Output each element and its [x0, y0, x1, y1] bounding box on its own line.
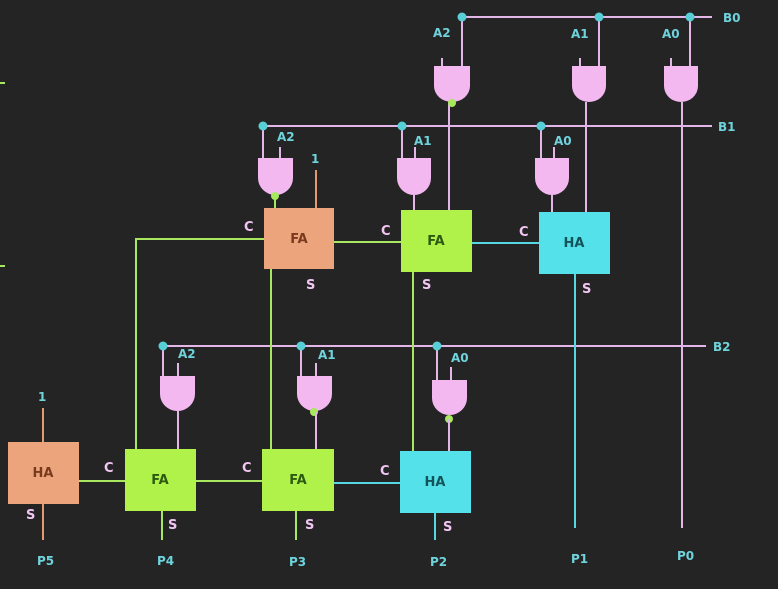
gate-label-a1: A1 [571, 27, 589, 41]
sum-label: S [443, 520, 452, 535]
constant-one-label: 1 [311, 152, 319, 166]
bus-label-b0: B0 [723, 11, 741, 25]
constant-one-label: 1 [38, 390, 46, 404]
junction-dot [158, 341, 168, 351]
half-adder-block: HA [539, 212, 610, 274]
carry-label: C [242, 461, 252, 476]
output-label-p3: P3 [289, 555, 306, 569]
output-label-p1: P1 [571, 552, 588, 566]
sum-label: S [422, 278, 431, 293]
gate-label-a2: A2 [277, 130, 295, 144]
gate-label-a2: A2 [178, 347, 196, 361]
and-gate [572, 58, 606, 102]
junction-dot [457, 12, 467, 22]
gate-label-a0: A0 [662, 27, 680, 41]
gate-label-a1: A1 [318, 348, 336, 362]
and-gate [397, 147, 431, 210]
sum-label: S [305, 518, 314, 533]
carry-label: C [381, 224, 391, 239]
and-gate [297, 363, 332, 449]
and-gate [160, 363, 195, 449]
svg-text:HA: HA [425, 475, 446, 490]
bus-b0 [457, 12, 712, 70]
bus-b2 [158, 341, 706, 384]
gate-label-a2: A2 [433, 26, 451, 40]
junction-dot [536, 121, 546, 131]
bus-b1 [258, 121, 712, 163]
junction-dot [432, 341, 442, 351]
svg-text:FA: FA [289, 473, 306, 488]
svg-text:FA: FA [151, 473, 168, 488]
sum-label: S [168, 518, 177, 533]
junction-dot [397, 121, 407, 131]
gate-label-a1: A1 [414, 134, 432, 148]
svg-text:FA: FA [290, 232, 307, 247]
carry-label: C [244, 220, 254, 235]
and-gate [535, 147, 569, 212]
output-label-p5: P5 [37, 554, 54, 568]
half-adder-block: HA [8, 442, 79, 504]
junction-dot [685, 12, 695, 22]
sum-label: S [582, 282, 591, 297]
full-adder-block: FA [401, 210, 472, 272]
carry-label: C [380, 464, 390, 479]
junction-dot [258, 121, 268, 131]
svg-text:HA: HA [564, 236, 585, 251]
svg-text:FA: FA [427, 234, 444, 249]
gate-label-a0: A0 [554, 134, 572, 148]
gate-label-a0: A0 [451, 351, 469, 365]
junction-dot [296, 341, 306, 351]
carry-label: C [519, 225, 529, 240]
output-label-p0: P0 [677, 549, 694, 563]
and-gate [258, 147, 293, 208]
junction-dot [594, 12, 604, 22]
wire-carry [135, 238, 264, 450]
carry-label: C [104, 461, 114, 476]
and-gate [664, 58, 698, 102]
bus-label-b2: B2 [713, 340, 731, 354]
and-gate [434, 58, 470, 107]
half-adder-block: HA [400, 451, 471, 513]
full-adder-block: FA [262, 449, 334, 511]
output-label-p2: P2 [430, 555, 447, 569]
sum-label: S [26, 508, 35, 523]
sum-label: S [306, 278, 315, 293]
svg-text:HA: HA [33, 466, 54, 481]
full-adder-block: FA [125, 449, 196, 511]
and-gate [432, 367, 467, 451]
output-label-p4: P4 [157, 554, 174, 568]
full-adder-block: FA [264, 208, 334, 269]
bus-label-b1: B1 [718, 120, 736, 134]
